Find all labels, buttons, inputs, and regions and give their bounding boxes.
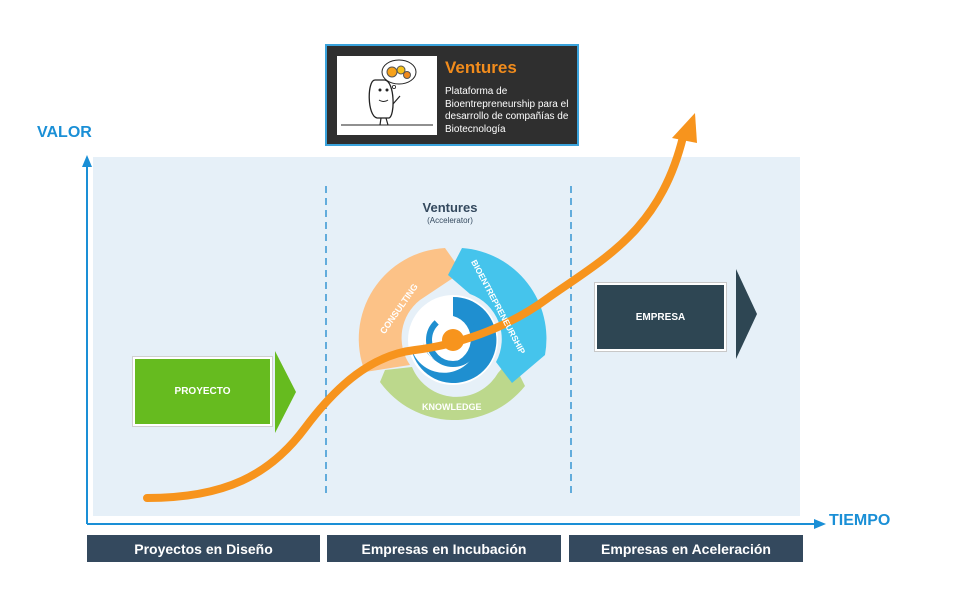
- header-description: Plataforma de Bioentrepreneurship para e…: [445, 86, 569, 135]
- accelerator-subtitle: (Accelerator): [427, 216, 473, 225]
- proyecto-box: PROYECTO: [133, 357, 272, 426]
- consulting-segment: [358, 248, 462, 372]
- x-axis-label: TIEMPO: [829, 512, 891, 529]
- y-axis-label: VALOR: [37, 124, 92, 141]
- empresa-box: EMPRESA: [595, 283, 726, 351]
- growth-curve: [143, 133, 687, 502]
- y-axis: [82, 155, 92, 524]
- stage-empresas-en-incubacion: Empresas en Incubación: [327, 535, 561, 562]
- ventures-header-card: Ventures Plataforma de Bioentrepreneursh…: [325, 44, 579, 146]
- stage-proyectos-en-diseno: Proyectos en Diseño: [87, 535, 320, 562]
- x-axis: [87, 519, 826, 529]
- swirl-icon: [411, 296, 497, 383]
- empresa-arrow-icon: [736, 269, 757, 359]
- knowledge-segment: [380, 358, 525, 421]
- bioentrepreneurship-segment: [448, 248, 547, 383]
- thinking-person-illustration: [337, 56, 437, 135]
- swirl-ring: [426, 313, 480, 367]
- stage-empresas-en-aceleracion: Empresas en Aceleración: [569, 535, 803, 562]
- accelerator-title: Ventures: [422, 200, 478, 215]
- knowledge-label: KNOWLEDGE: [422, 402, 482, 412]
- proyecto-arrow-icon: [275, 351, 296, 433]
- growth-arrow-icon: [672, 113, 697, 143]
- header-title: Ventures: [445, 58, 517, 77]
